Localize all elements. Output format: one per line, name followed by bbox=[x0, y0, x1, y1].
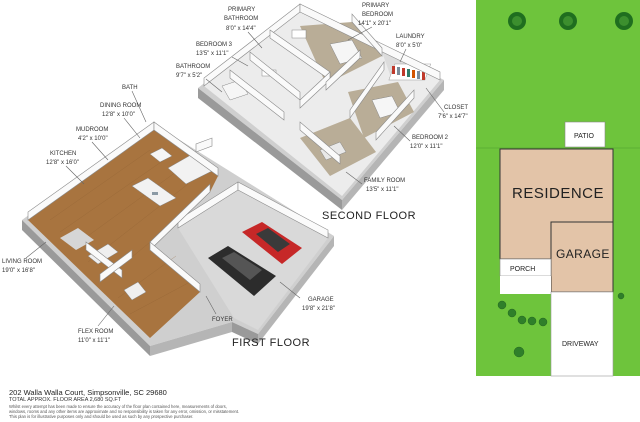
walkway bbox=[500, 276, 551, 294]
label-bathroom: BATHROOM bbox=[176, 64, 210, 70]
dim-laundry: 8'0" x 5'0" bbox=[396, 43, 422, 49]
label-patio: PATIO bbox=[574, 133, 595, 140]
label-foyer: FOYER bbox=[212, 317, 233, 323]
dim-garage: 19'8" x 21'8" bbox=[302, 306, 335, 312]
dim-bathroom: 9'7" x 5'2" bbox=[176, 73, 202, 79]
garage-floor bbox=[178, 190, 328, 330]
disclaimer-line-2: windows, rooms and any other items are a… bbox=[9, 409, 240, 414]
first-floor-labels: BATH DINING ROOM 12'8" x 10'0" MUDROOM 4… bbox=[2, 85, 335, 349]
garage-car-red bbox=[242, 222, 302, 264]
dim-family-room: 13'5" x 11'1" bbox=[366, 187, 398, 193]
label-dining-room: DINING ROOM bbox=[100, 103, 141, 109]
dining-table bbox=[149, 147, 173, 163]
kitchen-sink bbox=[152, 192, 158, 195]
label-primary-bath-2: BATHROOM bbox=[224, 16, 258, 22]
footer: 202 Walla Walla Court, Simpsonville, SC … bbox=[9, 388, 389, 419]
living-sofa bbox=[87, 243, 119, 265]
tree-1 bbox=[508, 12, 526, 30]
second-floor-labels: PRIMARY BATHROOM 8'0" x 14'4" BEDROOM 3 … bbox=[176, 3, 468, 222]
dim-bedroom-2: 12'0" x 11'1" bbox=[410, 144, 442, 150]
dim-flex-room: 11'0" x 11'1" bbox=[78, 338, 110, 344]
label-bedroom-3: BEDROOM 3 bbox=[196, 42, 233, 48]
dim-closet: 7'6" x 14'7" bbox=[438, 114, 468, 120]
wood-floor bbox=[28, 130, 218, 338]
living-rug bbox=[60, 228, 94, 250]
label-site-garage: GARAGE bbox=[556, 247, 610, 261]
label-residence: RESIDENCE bbox=[512, 185, 604, 202]
label-garage: GARAGE bbox=[308, 297, 334, 303]
tree-3 bbox=[615, 12, 633, 30]
label-bath: BATH bbox=[122, 85, 138, 91]
patio bbox=[564, 121, 606, 148]
label-primary-bed-2: BEDROOM bbox=[362, 12, 393, 18]
total-floor-area: TOTAL APPROX. FLOOR AREA 2,680 SQ.FT bbox=[9, 397, 122, 403]
label-porch: PORCH bbox=[510, 266, 535, 273]
label-kitchen: KITCHEN bbox=[50, 151, 76, 157]
tree-2 bbox=[559, 12, 577, 30]
label-laundry: LAUNDRY bbox=[396, 34, 425, 40]
label-flex-room: FLEX ROOM bbox=[78, 329, 113, 335]
label-mudroom: MUDROOM bbox=[76, 127, 108, 133]
label-living-room: LIVING ROOM bbox=[2, 259, 42, 265]
dim-living-room: 19'0" x 16'8" bbox=[2, 268, 35, 274]
label-bedroom-2: BEDROOM 2 bbox=[412, 135, 449, 141]
driveway bbox=[550, 291, 614, 377]
disclaimer-line-1: Whilst every attempt has been made to en… bbox=[9, 404, 227, 409]
label-primary-bath-1: PRIMARY bbox=[228, 7, 255, 13]
site-plan: PATIO RESIDENCE GARAGE PORCH DRIVEWAY bbox=[476, 0, 640, 377]
first-floor-title: FIRST FLOOR bbox=[232, 337, 310, 349]
dim-bedroom-3: 13'5" x 11'1" bbox=[196, 51, 228, 57]
garage-car-black bbox=[208, 246, 276, 296]
first-floor-plan bbox=[22, 121, 334, 356]
dim-primary-bed: 14'1" x 20'1" bbox=[358, 21, 391, 27]
second-floor-plan bbox=[198, 3, 444, 210]
label-family-room: FAMILY ROOM bbox=[364, 178, 405, 184]
property-address: 202 Walla Walla Court, Simpsonville, SC … bbox=[9, 388, 167, 397]
dim-mudroom: 4'2" x 10'0" bbox=[78, 136, 108, 142]
label-closet: CLOSET bbox=[444, 105, 468, 111]
flex-chair bbox=[123, 281, 147, 301]
dim-kitchen: 12'8" x 16'0" bbox=[46, 160, 79, 166]
primary-bath-tub bbox=[291, 29, 307, 39]
disclaimer-line-3: This plan is for illustrative purposes o… bbox=[9, 414, 194, 419]
dim-dining-room: 12'8" x 10'0" bbox=[102, 112, 135, 118]
dim-primary-bath: 8'0" x 14'4" bbox=[226, 26, 256, 32]
shrubs bbox=[497, 292, 625, 358]
label-primary-bed-1: PRIMARY bbox=[362, 3, 389, 9]
second-floor-title: SECOND FLOOR bbox=[322, 210, 416, 222]
label-driveway: DRIVEWAY bbox=[562, 341, 599, 348]
garage-block bbox=[550, 221, 614, 293]
